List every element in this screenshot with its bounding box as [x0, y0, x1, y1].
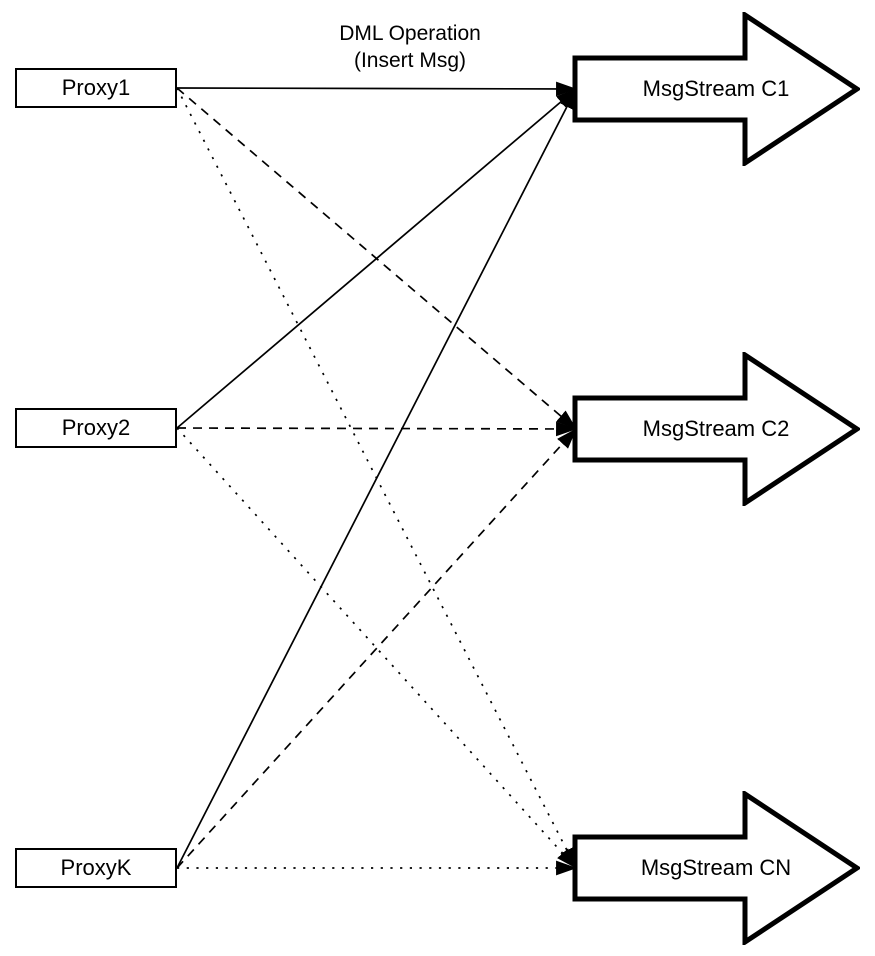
- node-msgstream-c2: MsgStream C2: [572, 352, 860, 506]
- node-proxy2: Proxy2: [15, 408, 177, 448]
- annotation-line-2: (Insert Msg): [353, 49, 466, 72]
- block-arrow-icon: [572, 12, 860, 166]
- block-arrow-icon: [572, 791, 860, 945]
- connector-proxy2-to-cn: [176, 427, 577, 869]
- node-proxyk-label: ProxyK: [60, 855, 132, 880]
- connector-proxy1-to-c2: [176, 87, 577, 430]
- node-msgstream-c1-label: MsgStream C1: [642, 76, 790, 101]
- annotation-line-1: DML Operation: [339, 22, 481, 45]
- node-proxy2-label: Proxy2: [61, 415, 131, 440]
- connector-proxy1-to-c1: [176, 81, 578, 97]
- connector-proxy2-to-c2: [176, 421, 578, 437]
- node-msgstream-cn: MsgStream CN: [572, 791, 860, 945]
- node-msgstream-c2-label: MsgStream C2: [642, 416, 790, 441]
- node-proxy1-label: Proxy1: [61, 75, 131, 100]
- connector-proxyk-to-c2: [176, 428, 577, 869]
- connector-proxy1-to-cn: [176, 87, 577, 869]
- annotation-dml-operation: DML Operation (Insert Msg): [277, 20, 543, 74]
- node-msgstream-c1: MsgStream C1: [572, 12, 860, 166]
- block-arrow-icon: [572, 352, 860, 506]
- node-proxy1: Proxy1: [15, 68, 177, 108]
- node-proxyk: ProxyK: [15, 848, 177, 888]
- node-msgstream-cn-label: MsgStream CN: [640, 855, 792, 880]
